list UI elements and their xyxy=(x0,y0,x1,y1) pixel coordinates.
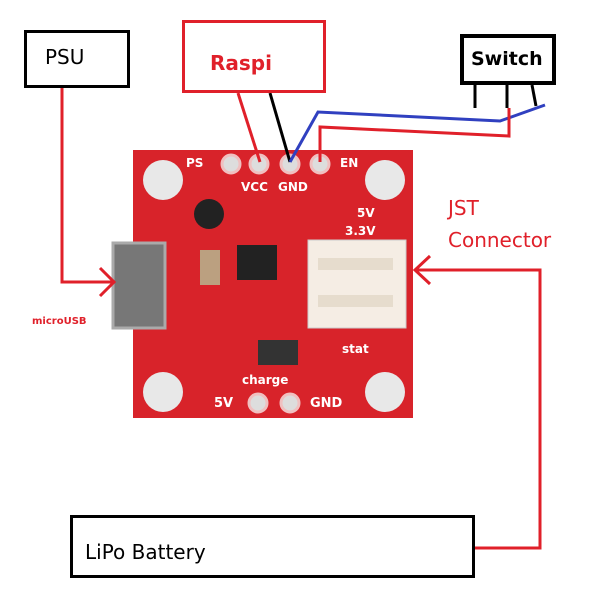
switch-red-wire xyxy=(318,108,511,162)
jst-label: JST xyxy=(448,196,479,220)
jumper-5v: 5V xyxy=(357,206,375,220)
regulator xyxy=(258,340,298,365)
header-pins xyxy=(220,153,331,414)
switch-box: Switch xyxy=(460,34,556,85)
stat-label: stat xyxy=(342,342,369,356)
lipo-box: LiPo Battery xyxy=(70,515,475,578)
psu-arrow-head xyxy=(98,266,117,298)
capacitor xyxy=(200,250,220,285)
mounting-holes xyxy=(143,160,405,412)
battery-wire xyxy=(415,268,542,550)
raspi-box: Raspi xyxy=(182,20,326,93)
switch-blue-wire xyxy=(288,103,546,163)
inductor xyxy=(194,199,224,229)
connector-label: Connector xyxy=(448,228,552,252)
pin-vcc: VCC xyxy=(241,180,268,194)
psu-label: PSU xyxy=(45,45,85,69)
pin-5v-bottom: 5V xyxy=(214,396,234,411)
microusb-label: microUSB xyxy=(32,316,87,327)
lipo-label: LiPo Battery xyxy=(85,540,206,564)
usb-port xyxy=(111,241,167,330)
pin-ps: PS xyxy=(186,156,204,170)
switch-label: Switch xyxy=(471,48,543,70)
switch-legs xyxy=(473,84,538,108)
raspi-label: Raspi xyxy=(210,51,272,75)
jumper-3v3: 3.3V xyxy=(345,224,376,238)
chip xyxy=(237,245,277,280)
charge-label: charge xyxy=(242,373,289,387)
jst-connector xyxy=(307,239,407,329)
psu-box: PSU xyxy=(24,30,130,88)
pin-gnd-top: GND xyxy=(278,180,308,194)
pin-gnd-bottom: GND xyxy=(310,396,343,411)
raspi-gnd-wire xyxy=(268,92,292,163)
raspi-vcc-wire xyxy=(236,92,262,163)
jst-arrow-head xyxy=(412,254,432,286)
psu-wire xyxy=(60,88,112,284)
pin-en: EN xyxy=(340,156,359,170)
